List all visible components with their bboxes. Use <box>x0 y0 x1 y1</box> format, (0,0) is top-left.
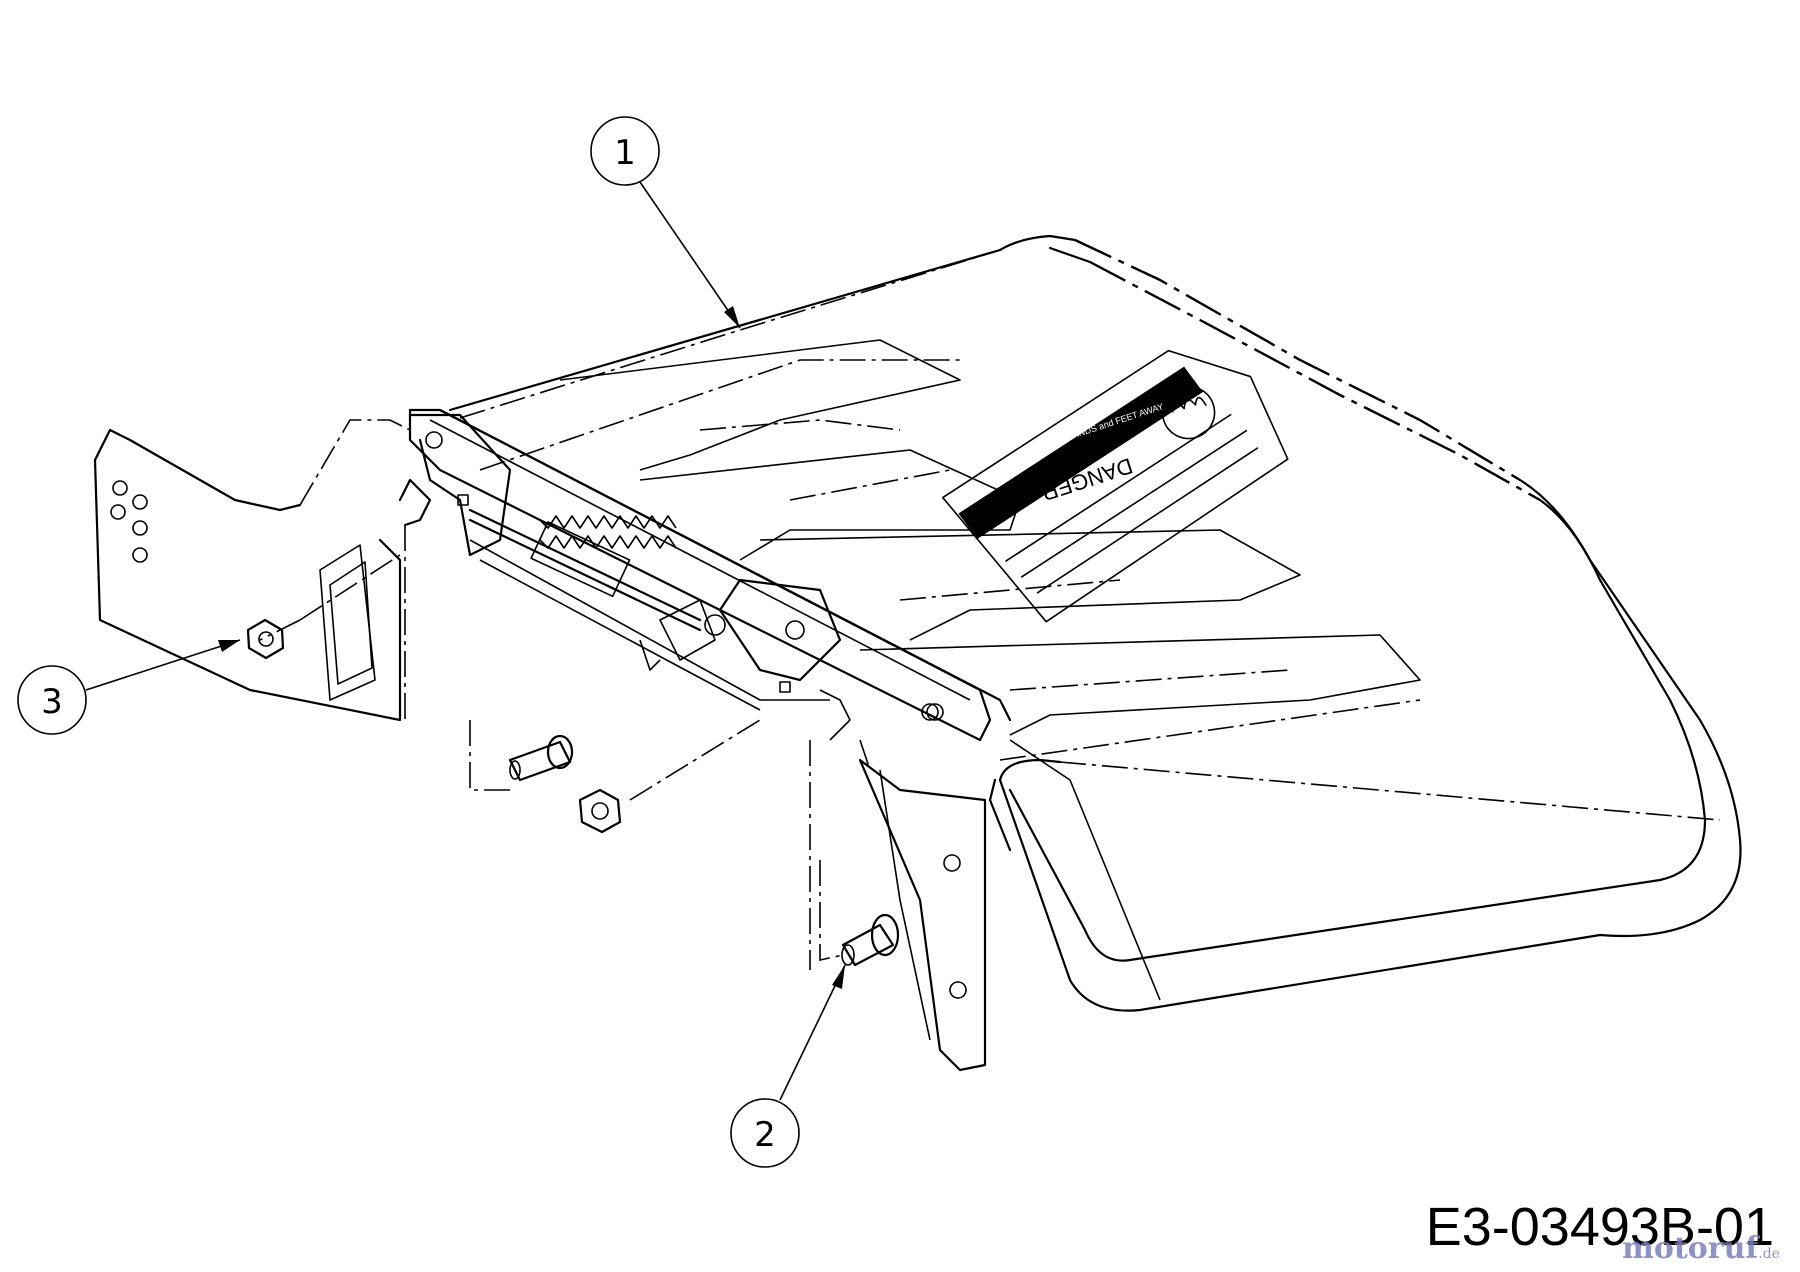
hex-bolt-2 <box>841 913 900 967</box>
right-mounting-bracket <box>809 739 987 1072</box>
torsion-spring <box>530 515 677 598</box>
deflector-shield <box>448 234 1742 1012</box>
callout-2: 2 <box>730 964 846 1168</box>
drawing-code: E3-03493B-01 <box>1425 1197 1774 1257</box>
callout-1: 1 <box>590 116 741 329</box>
left-mounting-bracket <box>93 419 432 722</box>
hex-nut-3 <box>246 618 285 660</box>
warning-decal: DANGER KEEP HANDS and FEET AWAY <box>941 349 1289 623</box>
watermark-logo: motoruf.de <box>1622 1231 1780 1266</box>
hex-bolt-upper <box>508 734 574 782</box>
hex-nut-middle <box>578 788 622 834</box>
callout-3-label: 3 <box>41 682 63 722</box>
callout-1-label: 1 <box>614 133 636 173</box>
watermark-suffix: .de <box>1758 1246 1780 1262</box>
callout-3: 3 <box>17 639 241 735</box>
callout-2-label: 2 <box>754 1115 776 1155</box>
watermark-name: motoruf <box>1622 1231 1759 1266</box>
hinge-assembly <box>408 408 1012 742</box>
